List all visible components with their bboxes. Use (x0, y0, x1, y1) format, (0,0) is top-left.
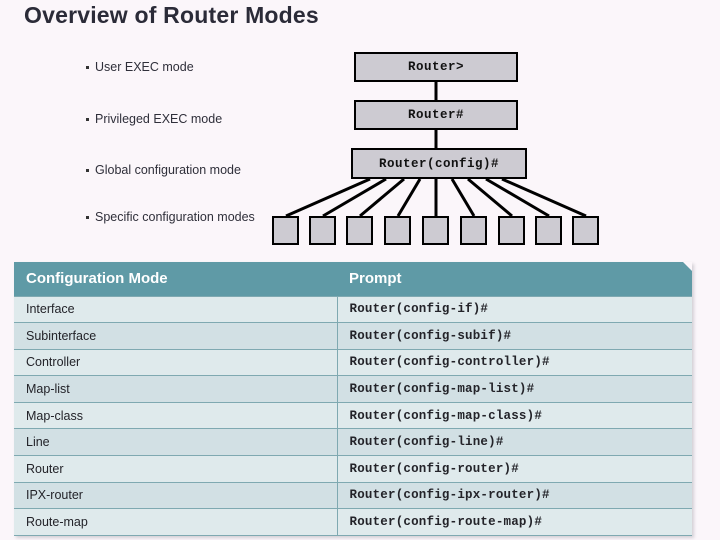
list-item: Privileged EXEC mode (86, 112, 222, 127)
cell-mode: Controller (14, 349, 338, 377)
cell-mode: Interface (14, 295, 338, 324)
diagram-leaf-box (422, 216, 449, 245)
diagram-leaf-box (309, 216, 336, 245)
cell-mode: Subinterface (14, 322, 338, 350)
cell-prompt: Router(config-route-map)# (337, 508, 692, 536)
column-header-prompt-label: Prompt (349, 270, 402, 288)
list-item-label: User EXEC mode (95, 60, 194, 74)
configuration-mode-table: Configuration Mode Prompt Interface Rout… (14, 262, 692, 536)
table-body: Interface Router(config-if)# Subinterfac… (14, 295, 692, 536)
cell-prompt: Router(config-if)# (337, 295, 692, 324)
cell-prompt: Router(config-ipx-router)# (337, 482, 692, 510)
diagram-leaf-box (272, 216, 299, 245)
diagram-leaf-box (572, 216, 599, 245)
list-item: Global configuration mode (86, 163, 241, 178)
cell-prompt: Router(config-router)# (337, 455, 692, 483)
list-item-label: Privileged EXEC mode (95, 112, 223, 126)
cell-mode: Line (14, 428, 338, 457)
cell-mode: Map-list (14, 375, 338, 403)
column-header-prompt: Prompt (337, 262, 692, 296)
cell-mode: Map-class (14, 402, 338, 430)
square-bullet-icon (86, 118, 89, 121)
column-header-configuration-mode: Configuration Mode (14, 262, 337, 296)
table-row: Line Router(config-line)# (14, 428, 692, 457)
cell-prompt: Router(config-map-class)# (337, 402, 692, 430)
table-row: Map-class Router(config-map-class)# (14, 402, 692, 430)
cell-mode: Route-map (14, 508, 338, 536)
page-title: Overview of Router Modes (24, 2, 319, 28)
table-row: IPX-router Router(config-ipx-router)# (14, 482, 692, 510)
table-row: Interface Router(config-if)# (14, 295, 692, 324)
router-mode-hierarchy-diagram: Router> Router# Router(config)# (0, 0, 720, 258)
cell-mode: IPX-router (14, 482, 338, 510)
table-header-row: Configuration Mode Prompt (14, 262, 692, 296)
diagram-leaf-box (535, 216, 562, 245)
square-bullet-icon (86, 66, 89, 69)
diagram-connector-lines (285, 82, 587, 218)
square-bullet-icon (86, 216, 89, 219)
cell-prompt: Router(config-subif)# (337, 322, 692, 350)
cell-prompt: Router(config-controller)# (337, 349, 692, 377)
cell-mode: Router (14, 455, 338, 483)
diagram-node-user-exec: Router> (354, 52, 518, 82)
diagram-leaf-box (384, 216, 411, 245)
diagram-node-privileged-exec: Router# (354, 100, 518, 130)
table-row: Subinterface Router(config-subif)# (14, 322, 692, 350)
table-row: Router Router(config-router)# (14, 455, 692, 483)
table-row: Controller Router(config-controller)# (14, 349, 692, 377)
list-item: User EXEC mode (86, 60, 194, 75)
cell-prompt: Router(config-map-list)# (337, 375, 692, 403)
table-row: Map-list Router(config-map-list)# (14, 375, 692, 403)
list-item-label: Specific configuration modes (95, 210, 255, 224)
diagram-leaf-box (498, 216, 525, 245)
diagram-leaf-box (346, 216, 373, 245)
cell-prompt: Router(config-line)# (337, 428, 692, 457)
diagram-leaf-box (460, 216, 487, 245)
list-item: Specific configuration modes (86, 210, 266, 225)
table-row: Route-map Router(config-route-map)# (14, 508, 692, 536)
square-bullet-icon (86, 169, 89, 172)
corner-fold-decoration (683, 262, 692, 271)
list-item-label: Global configuration mode (95, 163, 241, 177)
diagram-node-global-config: Router(config)# (351, 148, 527, 179)
